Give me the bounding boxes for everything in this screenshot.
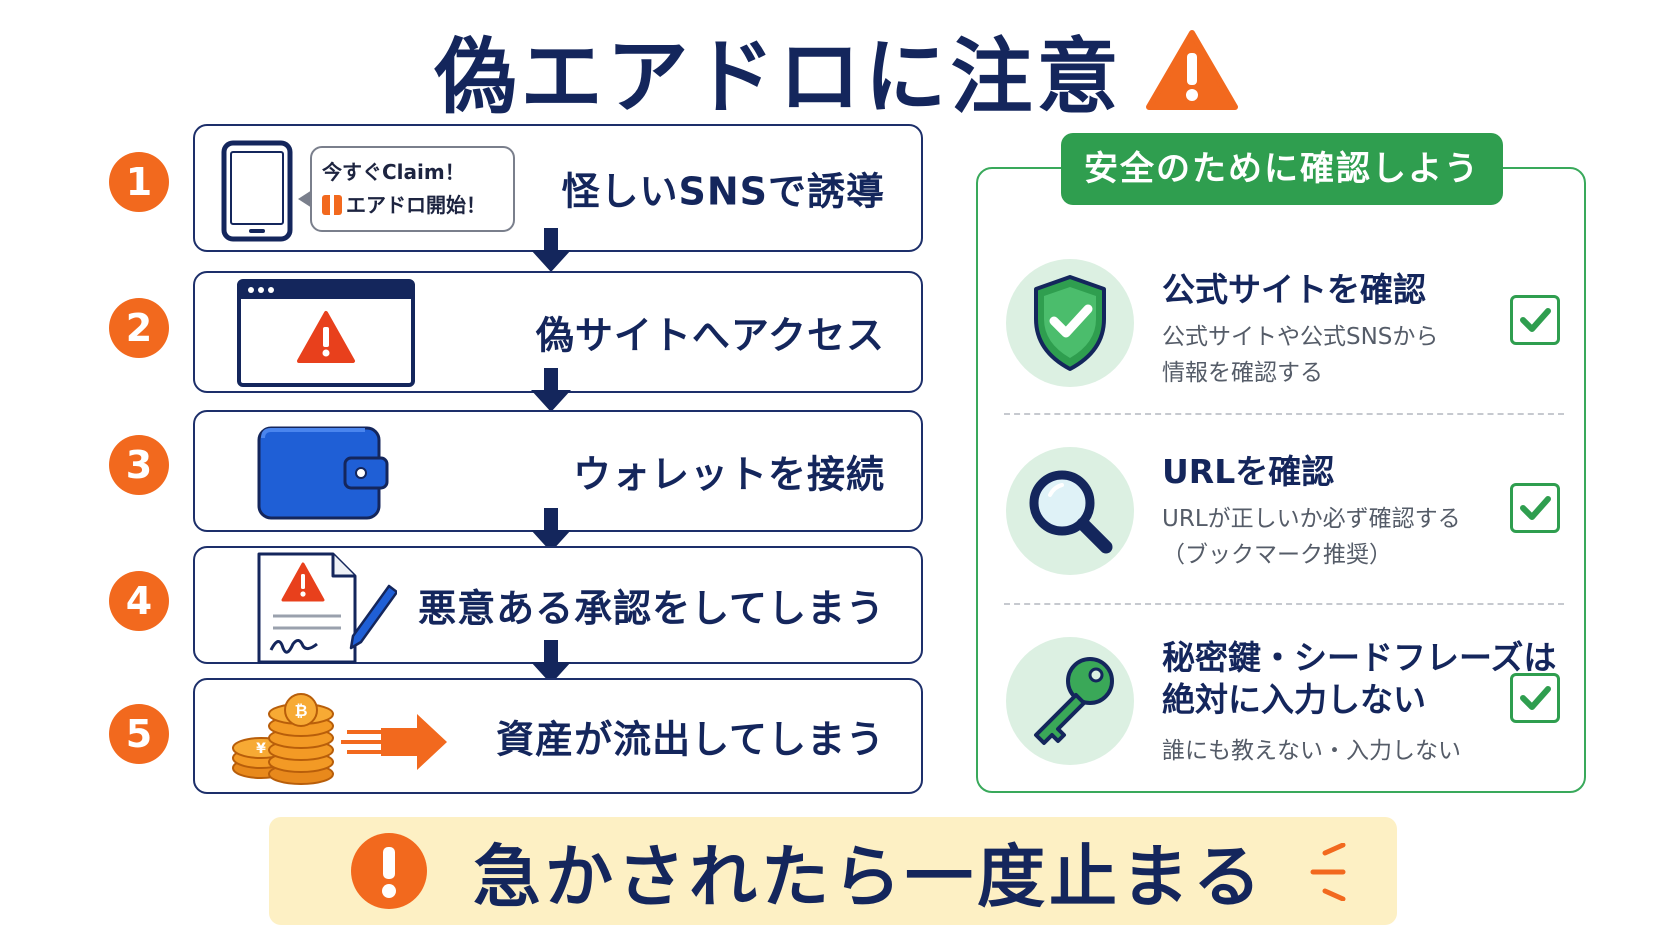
down-arrow-icon — [531, 640, 571, 684]
exclamation-icon — [351, 833, 427, 909]
key-icon — [1006, 637, 1134, 765]
bottom-banner: 急かされたら一度止まる — [269, 817, 1397, 925]
safety-item-url: URLを確認 URLが正しいか必ず確認する （ブックマーク推奨） — [978, 437, 1588, 587]
safety-item-desc-1: URLが正しいか必ず確認する — [1162, 506, 1461, 532]
safety-panel-heading: 安全のために確認しよう — [1061, 133, 1503, 205]
checkbox-checked-icon — [1510, 673, 1560, 723]
warning-icon — [1145, 29, 1238, 110]
safety-item-official-site: 公式サイトを確認 公式サイトや公式SNSから 情報を確認する — [978, 249, 1588, 399]
bubble-line-1: 今すぐClaim！ — [322, 160, 465, 184]
down-arrow-icon — [531, 228, 571, 272]
safety-item-desc-1: 公式サイトや公式SNSから — [1162, 324, 1439, 350]
bottom-message: 急かされたら一度止まる — [473, 838, 1266, 918]
wallet-icon — [257, 426, 389, 520]
step-number-2: 2 — [109, 298, 169, 358]
safety-item-title: 公式サイトを確認 — [1162, 270, 1426, 309]
step-number-3: 3 — [109, 435, 169, 495]
gift-icon — [322, 195, 342, 215]
bubble-tail — [298, 190, 312, 208]
safety-item-desc-1: 誰にも教えない・入力しない — [1162, 738, 1461, 764]
step-label-4: 悪意ある承認をしてしまう — [418, 586, 885, 631]
step-label-3: ウォレットを接続 — [572, 452, 885, 497]
checkbox-checked-icon — [1510, 483, 1560, 533]
step-card-5: ¥ ₿ 資産が流出してしまう — [193, 678, 923, 794]
safety-item-desc-2: 情報を確認する — [1162, 360, 1323, 386]
bubble-line-2: エアドロ開始！ — [322, 189, 503, 222]
bubble-line-2-text: エアドロ開始！ — [346, 193, 486, 217]
step-label-1: 怪しいSNSで誘導 — [561, 169, 885, 214]
step-card-3: ウォレットを接続 — [193, 410, 923, 532]
svg-text:¥: ¥ — [256, 741, 266, 757]
chat-bubble: 今すぐClaim！ エアドロ開始！ — [298, 146, 515, 232]
smartphone-icon — [221, 140, 293, 242]
dashed-divider — [1004, 603, 1564, 605]
step-number-5: 5 — [109, 704, 169, 764]
checkbox-checked-icon — [1510, 295, 1560, 345]
safety-item-title: URLを確認 — [1162, 452, 1335, 491]
down-arrow-icon — [531, 368, 571, 412]
browser-window-icon — [237, 279, 415, 387]
malicious-document-icon — [257, 552, 397, 664]
dashed-divider — [1004, 413, 1564, 415]
magnifier-icon — [1006, 447, 1134, 575]
step-number-1: 1 — [109, 152, 169, 212]
safety-item-desc-2: （ブックマーク推奨） — [1162, 542, 1392, 568]
safety-item-title-line-2: 絶対に入力しない — [1162, 680, 1426, 719]
safety-item-title-line-1: 秘密鍵・シードフレーズは — [1162, 638, 1557, 677]
step-label-2: 偽サイトへアクセス — [535, 313, 885, 358]
page-title: 偽エアドロに注意 — [434, 30, 1123, 125]
emphasis-lines-icon — [1310, 843, 1346, 901]
safety-item-seed-phrase: 秘密鍵・シードフレーズは 絶対に入力しない 誰にも教えない・入力しない — [978, 627, 1588, 787]
coins-outflow-icon: ¥ ₿ — [232, 693, 447, 785]
safety-panel: 公式サイトを確認 公式サイトや公式SNSから 情報を確認する URLを確認 UR… — [976, 167, 1586, 793]
page-title-row: 偽エアドロに注意 — [0, 10, 1672, 129]
step-label-5: 資産が流出してしまう — [496, 717, 885, 762]
down-arrow-icon — [531, 508, 571, 552]
shield-check-icon — [1006, 259, 1134, 387]
step-number-4: 4 — [109, 571, 169, 631]
step-card-1: 今すぐClaim！ エアドロ開始！ 怪しいSNSで誘導 — [193, 124, 923, 252]
svg-text:₿: ₿ — [294, 701, 307, 720]
